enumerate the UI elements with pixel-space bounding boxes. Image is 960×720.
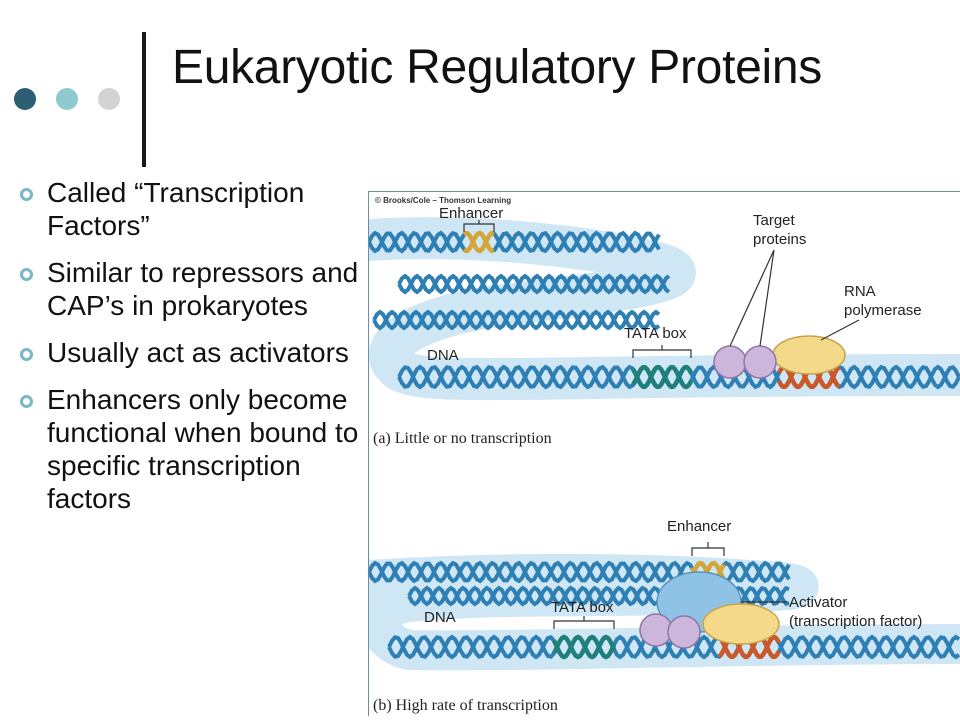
dot-dark (14, 88, 36, 110)
tata-label-a: TATA box (624, 325, 687, 342)
activator-label-b: (transcription factor) (789, 613, 922, 630)
bullet-text: Called “Transcription Factors” (47, 177, 305, 241)
dna-region (631, 365, 693, 389)
target-pointer-a (729, 249, 775, 347)
bullet-text: Enhancers only become functional when bo… (47, 384, 359, 514)
panel-b: Enhancer Activator (transcription factor… (369, 518, 960, 714)
dna-region (462, 230, 495, 254)
tata-bracket-a (632, 345, 692, 358)
dna-label-a: DNA (427, 347, 459, 364)
bullet-item: Usually act as activators (20, 336, 375, 369)
dot-light (98, 88, 120, 110)
target-protein-a (713, 345, 747, 379)
bullet-icon (20, 395, 33, 408)
enhancer-label-a: Enhancer (439, 205, 503, 222)
panel-a: Enhancer Target proteins RNA polymerase … (369, 205, 960, 447)
transcription-figure: © Brooks/Cole – Thomson Learning Enhance… (368, 191, 960, 716)
figure-copyright: © Brooks/Cole – Thomson Learning (375, 196, 511, 205)
dna-strand (397, 273, 671, 295)
bullet-list: Called “Transcription Factors” Similar t… (20, 176, 375, 529)
caption-b: (b) High rate of transcription (373, 697, 558, 714)
dna-strand (369, 230, 661, 254)
bullet-item: Enhancers only become functional when bo… (20, 383, 375, 515)
bullet-text: Similar to repressors and CAP’s in proka… (47, 257, 359, 321)
slide-title: Eukaryotic Regulatory Proteins (172, 41, 822, 94)
title-divider (142, 32, 146, 167)
bullet-icon (20, 188, 33, 201)
bullet-icon (20, 268, 33, 281)
rna-pol-pointer-a (820, 319, 860, 341)
bullet-item: Called “Transcription Factors” (20, 176, 375, 242)
bullet-icon (20, 348, 33, 361)
rna-pol-label-a: RNA (844, 283, 876, 300)
dna-region (631, 365, 693, 389)
dot-mid (56, 88, 78, 110)
dna-strand (372, 309, 661, 331)
dna-region (551, 634, 617, 660)
activator-label-b: Activator (789, 594, 847, 611)
target-label-a: proteins (753, 231, 806, 248)
bullet-text: Usually act as activators (47, 337, 349, 368)
rna-pol-label-a: polymerase (844, 302, 922, 319)
dna-region (462, 230, 495, 254)
bullet-item: Similar to repressors and CAP’s in proka… (20, 256, 375, 322)
dna-strand (369, 230, 661, 254)
caption-a: (a) Little or no transcription (373, 430, 552, 447)
target-protein-a (743, 345, 777, 379)
dna-strand (397, 273, 671, 295)
decorative-dots (14, 88, 124, 112)
figure-svg: © Brooks/Cole – Thomson Learning Enhance… (369, 196, 960, 714)
enhancer-bracket-b (691, 542, 725, 556)
dna-label-b: DNA (424, 609, 456, 626)
enhancer-label-b: Enhancer (667, 518, 731, 535)
target-protein-b (667, 615, 701, 649)
rna-polymerase-a (772, 335, 846, 375)
rna-polymerase-b (702, 603, 780, 645)
tata-label-b: TATA box (551, 599, 614, 616)
tata-bracket-b (553, 616, 615, 629)
target-label-a: Target (753, 212, 796, 229)
target-protein-b (639, 613, 673, 647)
enhancer-bracket-a (463, 220, 495, 232)
